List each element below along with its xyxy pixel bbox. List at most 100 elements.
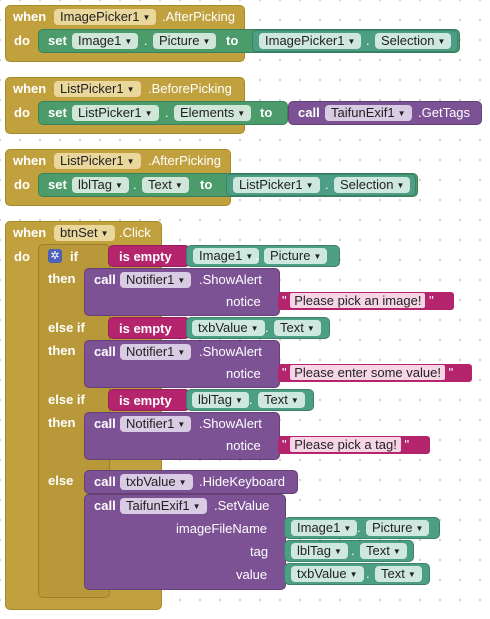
dot-separator: .	[265, 320, 269, 335]
component-dropdown[interactable]: btnSet▼	[54, 225, 115, 241]
property-dropdown[interactable]: Picture▼	[264, 248, 328, 264]
method-name: .GetTags	[418, 105, 471, 120]
chevron-down-icon: ▼	[306, 324, 315, 334]
chevron-down-icon: ▼	[177, 276, 186, 286]
text-string-block[interactable]: " Please pick a tag! "	[278, 436, 430, 454]
dot-separator: .	[351, 543, 355, 558]
component-dropdown[interactable]: Notifier1▼	[120, 416, 192, 432]
set-label: set	[48, 33, 67, 48]
property-dropdown[interactable]: Text▼	[142, 177, 189, 193]
chevron-down-icon: ▼	[349, 570, 358, 580]
component-dropdown[interactable]: ListPicker1▼	[233, 177, 320, 193]
dot-separator: .	[165, 105, 169, 120]
component-dropdown[interactable]: txbValue▼	[291, 566, 364, 582]
property-dropdown[interactable]: Text▼	[258, 392, 305, 408]
component-dropdown[interactable]: Image1▼	[291, 520, 358, 536]
event-name: .Click	[119, 225, 151, 240]
property-dropdown[interactable]: Picture▼	[366, 520, 430, 536]
event-name: .BeforePicking	[148, 81, 232, 96]
property-dropdown[interactable]: Text▼	[360, 543, 407, 559]
chevron-down-icon: ▼	[126, 85, 135, 95]
property-dropdown[interactable]: Selection▼	[334, 177, 411, 193]
chevron-down-icon: ▼	[177, 348, 186, 358]
chevron-down-icon: ▼	[313, 252, 322, 262]
do-label: do	[14, 33, 30, 48]
quote-open: "	[282, 365, 287, 380]
is-empty-label: is empty	[119, 393, 172, 408]
do-label: do	[14, 249, 30, 264]
component-dropdown[interactable]: ListPicker1▼	[54, 153, 141, 169]
component-dropdown[interactable]: lblTag▼	[192, 392, 249, 408]
chevron-down-icon: ▼	[126, 157, 135, 167]
chevron-down-icon: ▼	[396, 181, 405, 191]
component-dropdown[interactable]: TaifunExif1▼	[120, 498, 207, 514]
property-dropdown[interactable]: Elements▼	[174, 105, 252, 121]
method-name: .HideKeyboard	[199, 474, 285, 489]
chevron-down-icon: ▼	[144, 109, 153, 119]
then-label: then	[48, 343, 76, 358]
to-label: to	[226, 33, 239, 48]
component-dropdown[interactable]: Image1▼	[193, 248, 260, 264]
arg-label: value	[236, 567, 268, 582]
chevron-down-icon: ▼	[177, 420, 186, 430]
property-dropdown[interactable]: Text▼	[274, 320, 321, 336]
quote-open: "	[282, 437, 287, 452]
component-dropdown[interactable]: txbValue▼	[192, 320, 265, 336]
chevron-down-icon: ▼	[192, 502, 201, 512]
chevron-down-icon: ▼	[347, 37, 356, 47]
chevron-down-icon: ▼	[178, 478, 187, 488]
do-label: do	[14, 105, 30, 120]
component-dropdown[interactable]: ListPicker1▼	[72, 105, 159, 121]
else-if-label: else if	[48, 320, 85, 335]
dot-separator: .	[366, 33, 370, 48]
component-dropdown[interactable]: ImagePicker1▼	[259, 33, 362, 49]
chevron-down-icon: ▼	[234, 396, 243, 406]
arg-label: imageFileName	[176, 521, 268, 536]
chevron-down-icon: ▼	[305, 181, 314, 191]
show-alert-block[interactable]	[84, 412, 280, 460]
then-label: then	[48, 271, 76, 286]
property-dropdown[interactable]: Text▼	[375, 566, 422, 582]
component-dropdown[interactable]: ImagePicker1▼	[54, 9, 157, 25]
component-dropdown[interactable]: lblTag▼	[72, 177, 129, 193]
text-string-block[interactable]: " Please pick an image! "	[278, 292, 454, 310]
to-label: to	[200, 177, 213, 192]
to-label: to	[260, 105, 273, 120]
component-dropdown[interactable]: TaifunExif1▼	[325, 105, 412, 121]
method-name: .ShowAlert	[199, 416, 262, 431]
text-value[interactable]: Please enter some value!	[290, 365, 445, 380]
chevron-down-icon: ▼	[124, 37, 133, 47]
text-value[interactable]: Please pick an image!	[290, 293, 426, 308]
chevron-down-icon: ▼	[237, 109, 246, 119]
gear-icon[interactable]: ✲	[48, 249, 62, 263]
dot-separator: .	[133, 177, 137, 192]
chevron-down-icon: ▼	[202, 37, 211, 47]
chevron-down-icon: ▼	[397, 109, 406, 119]
do-label: do	[14, 177, 30, 192]
show-alert-block[interactable]	[84, 268, 280, 316]
else-if-label: else if	[48, 392, 85, 407]
chevron-down-icon: ▼	[245, 252, 254, 262]
chevron-down-icon: ▼	[415, 524, 424, 534]
chevron-down-icon: ▼	[333, 547, 342, 557]
event-name: .AfterPicking	[162, 9, 235, 24]
text-value[interactable]: Please pick a tag!	[290, 437, 401, 452]
call-label: call	[298, 105, 320, 120]
event-name: .AfterPicking	[148, 153, 221, 168]
component-dropdown[interactable]: Notifier1▼	[120, 344, 192, 360]
component-dropdown[interactable]: txbValue▼	[120, 474, 193, 490]
component-dropdown[interactable]: Notifier1▼	[120, 272, 192, 288]
quote-close: "	[429, 293, 434, 308]
set-label: set	[48, 177, 67, 192]
chevron-down-icon: ▼	[100, 229, 109, 239]
component-dropdown[interactable]: Image1▼	[72, 33, 139, 49]
component-dropdown[interactable]: ListPicker1▼	[54, 81, 141, 97]
dot-separator: .	[144, 33, 148, 48]
method-name: .SetValue	[214, 498, 270, 513]
text-string-block[interactable]: " Please enter some value! "	[278, 364, 472, 382]
component-dropdown[interactable]: lblTag▼	[291, 543, 348, 559]
property-dropdown[interactable]: Picture▼	[153, 33, 217, 49]
property-dropdown[interactable]: Selection▼	[375, 33, 452, 49]
is-empty-label: is empty	[119, 321, 172, 336]
notice-label: notice	[226, 438, 261, 453]
